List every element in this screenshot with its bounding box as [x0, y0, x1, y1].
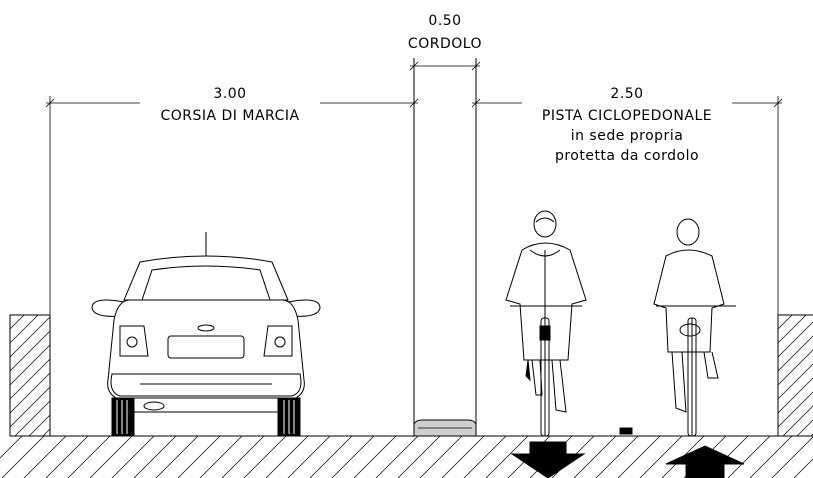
- hatch-line: [287, 436, 331, 478]
- hatch-line: [67, 436, 111, 478]
- hatch-line: [778, 321, 813, 358]
- hatch-line: [243, 436, 287, 478]
- curb-dimension-tick-right: [471, 61, 481, 71]
- hatch-line: [199, 436, 243, 478]
- hatch-line: [727, 436, 771, 478]
- hatch-line: [778, 391, 813, 428]
- hatch-line: [45, 436, 89, 478]
- hatch-line: [177, 436, 221, 478]
- dimension-lines: [45, 58, 783, 436]
- hatch-line: [10, 316, 50, 358]
- hatch-line: [23, 436, 67, 478]
- hatch-line: [778, 315, 807, 344]
- hatch-line: [10, 344, 50, 386]
- hatch-line: [10, 315, 11, 316]
- hatch-line: [778, 363, 813, 400]
- hatch-line: [10, 358, 50, 400]
- hatch-line: [0, 436, 23, 459]
- hatch-line: [14, 400, 50, 436]
- hatch-line: [155, 436, 199, 478]
- curb-label: CORDOLO: [408, 36, 482, 52]
- path-width-value: 2.50: [610, 86, 643, 102]
- lane-label: CORSIA DI MARCIA: [160, 108, 299, 124]
- hatch-line: [485, 436, 529, 478]
- lane-width-value: 3.00: [213, 86, 246, 102]
- path-dimension-tick-right: [773, 98, 783, 108]
- hatch-line: [353, 436, 397, 478]
- hatch-line: [265, 436, 309, 478]
- ground: [0, 435, 813, 478]
- curb-block: [413, 419, 477, 437]
- hatch-line: [397, 436, 441, 478]
- hatch-line: [10, 315, 25, 330]
- dimension-labels: 0.50 CORDOLO 3.00 CORSIA DI MARCIA 2.50 …: [160, 13, 712, 164]
- hatch-line: [1, 436, 45, 478]
- hatch-line: [309, 436, 353, 478]
- lane-dimension-tick-right: [409, 98, 419, 108]
- hatch-line: [463, 436, 507, 478]
- hatch-line: [111, 436, 155, 478]
- hatch-line: [441, 436, 485, 478]
- curb-width-value: 0.50: [428, 13, 461, 29]
- hatch-line: [89, 436, 133, 478]
- hatch-line: [28, 414, 50, 436]
- ground-hatch: [0, 436, 813, 478]
- hatch-line: [573, 436, 617, 478]
- hatch-line: [221, 436, 265, 478]
- hatch-line: [133, 436, 177, 478]
- cyclist-rear-view: [619, 218, 745, 478]
- hatch-line: [778, 377, 813, 414]
- path-label-line-1: PISTA CICLOPEDONALE: [542, 108, 712, 124]
- hatch-line: [778, 349, 813, 386]
- path-label-line-3: protetta da cordolo: [555, 148, 699, 164]
- hatch-line: [419, 436, 463, 478]
- hatch-line: [10, 386, 50, 428]
- hatch-line: [793, 458, 813, 478]
- hatch-line: [331, 436, 375, 478]
- direction-arrow-down-icon: [510, 453, 586, 478]
- hatch-line: [796, 419, 813, 436]
- path-label-line-2: in sede propria: [571, 128, 684, 144]
- hatch-line: [10, 372, 50, 414]
- hatch-line: [617, 436, 661, 478]
- curb-dimension-tick-left: [409, 61, 419, 71]
- hatch-line: [375, 436, 419, 478]
- hatch-line: [782, 405, 813, 436]
- left-side-wall: [9, 314, 51, 436]
- car-rear-view: [91, 232, 321, 437]
- hatch-line: [639, 436, 683, 478]
- hatch-line: [595, 436, 639, 478]
- hatch-line: [778, 335, 813, 372]
- car-wheels: [111, 397, 301, 437]
- hatch-line: [10, 315, 39, 344]
- hatch-line: [10, 330, 50, 372]
- direction-arrow-up-icon: [665, 445, 745, 465]
- path-dimension-tick-left: [471, 98, 481, 108]
- cyclist-front-view: [505, 210, 587, 478]
- hatch-line: [771, 436, 813, 478]
- lane-dimension-tick-left: [45, 98, 55, 108]
- hatch-line: [749, 436, 793, 478]
